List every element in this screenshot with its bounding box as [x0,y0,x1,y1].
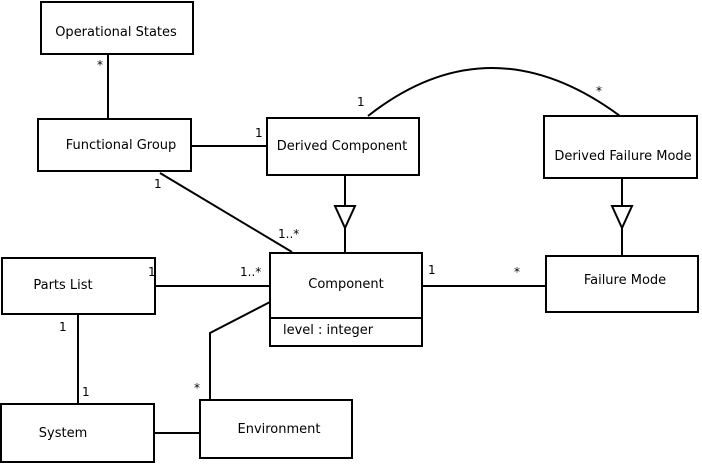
class-name: Environment [237,422,320,437]
edge-fg-component [159,172,293,253]
class-environment: Environment [199,399,353,459]
multiplicity-label: 1 [59,320,67,334]
attribute-compartment [269,317,423,347]
multiplicity-label: 1 [357,95,365,109]
edge-dc-dfm-arc [367,67,621,117]
multiplicity-label: 1..* [240,265,261,279]
generalization-triangle-dfm [610,205,634,231]
class-name: Derived Component [277,139,408,154]
class-derived-component: Derived Component [266,117,420,176]
class-component: Component level : integer [269,252,423,347]
multiplicity-label: 1 [255,126,263,140]
multiplicity-label: 1 [154,177,162,191]
class-name: Component [308,277,383,292]
class-functional-group: Functional Group [37,118,192,172]
multiplicity-label: 1 [428,263,436,277]
class-failure-mode: Failure Mode [545,255,699,313]
attribute-level: level : integer [283,323,374,338]
class-parts-list: Parts List [1,257,156,315]
multiplicity-label: 1 [148,265,156,279]
multiplicity-label: * [596,84,602,98]
class-name: System [39,426,87,441]
multiplicity-label: 1 [82,385,90,399]
class-derived-failure-mode: Derived Failure Mode [543,115,698,179]
generalization-triangle-dc [333,205,357,231]
multiplicity-label: * [194,381,200,395]
edge-env-component [209,301,271,400]
class-name: Functional Group [66,138,177,153]
class-system: System [0,403,155,463]
class-name: Failure Mode [584,273,666,288]
class-operational-states: Operational States [40,1,194,55]
multiplicity-label: * [514,265,520,279]
class-name: Derived Failure Mode [554,149,691,164]
multiplicity-label: 1..* [278,227,299,241]
multiplicity-label: * [97,58,103,72]
class-name: Operational States [55,25,177,40]
class-name: Parts List [33,278,92,293]
